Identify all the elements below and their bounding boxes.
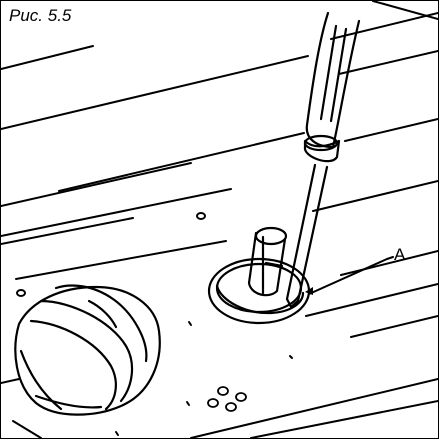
- four-dots-icon: [207, 386, 247, 412]
- callout-label-a: A: [394, 245, 406, 264]
- valve-spindle: [247, 226, 288, 297]
- control-knob: [14, 284, 161, 416]
- panel-marks: [16, 212, 293, 436]
- figure-caption: Рис. 5.5: [9, 6, 72, 25]
- screwdriver: [285, 11, 361, 309]
- callout-leader: [305, 256, 394, 295]
